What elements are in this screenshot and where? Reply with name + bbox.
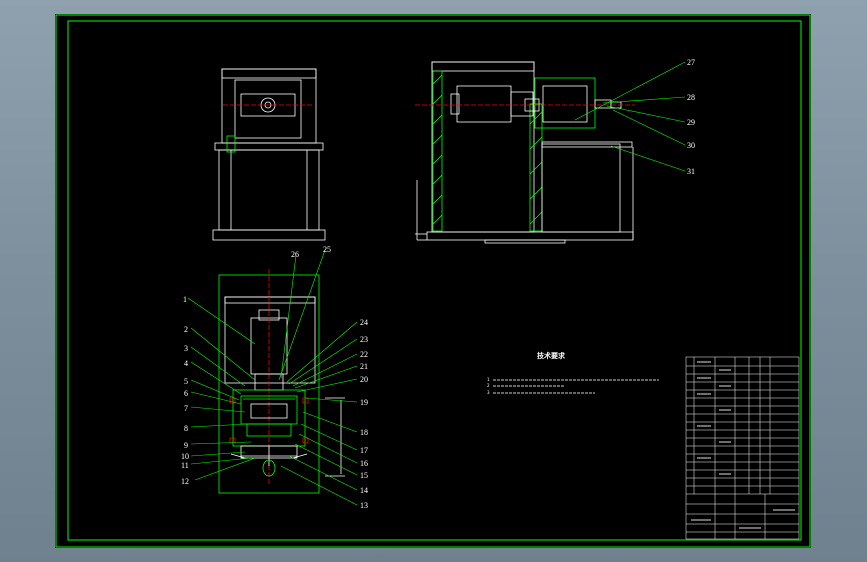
notes-heading: 技术要求 — [537, 351, 566, 360]
callout-29: 29 — [687, 118, 695, 127]
callout-1: 1 — [183, 295, 187, 304]
side-view — [415, 61, 635, 244]
cad-drawing: 1 2 3 4 5 6 7 8 9 10 11 12 26 25 24 23 2… — [55, 14, 811, 548]
callout-3: 3 — [184, 344, 188, 353]
callout-7: 7 — [184, 404, 188, 413]
front-view — [212, 68, 326, 241]
callout-26: 26 — [291, 250, 299, 259]
callout-10: 10 — [181, 452, 189, 461]
outer-frame — [55, 14, 811, 548]
callout-11: 11 — [181, 461, 189, 470]
callout-14: 14 — [360, 486, 368, 495]
callout-19: 19 — [360, 398, 368, 407]
callout-16: 16 — [360, 459, 368, 468]
callout-23: 23 — [360, 335, 368, 344]
callout-30: 30 — [687, 141, 695, 150]
side-leaders — [574, 61, 686, 172]
callout-28: 28 — [687, 93, 695, 102]
callout-4: 4 — [184, 359, 188, 368]
note-line-3: 3 — [487, 390, 490, 395]
callout-25: 25 — [323, 245, 331, 254]
callout-9: 9 — [184, 441, 188, 450]
section-view — [218, 269, 345, 494]
note-line-1: 1 — [487, 377, 490, 382]
callout-31: 31 — [687, 167, 695, 176]
callout-21: 21 — [360, 362, 368, 371]
callout-12: 12 — [181, 477, 189, 486]
callout-13: 13 — [360, 501, 368, 510]
callout-15: 15 — [360, 471, 368, 480]
note-line-2: 2 — [487, 383, 490, 388]
drawing-sheet: 1 2 3 4 5 6 7 8 9 10 11 12 26 25 24 23 2… — [55, 14, 811, 548]
side-callouts: 27 28 29 30 31 — [687, 58, 695, 176]
callout-17: 17 — [360, 446, 368, 455]
title-block — [685, 356, 800, 540]
technical-notes: 技术要求 1 2 3 — [487, 351, 659, 395]
callout-2: 2 — [184, 325, 188, 334]
callout-22: 22 — [360, 350, 368, 359]
callout-24: 24 — [360, 318, 368, 327]
section-callouts: 1 2 3 4 5 6 7 8 9 10 11 12 26 25 24 23 2… — [181, 245, 368, 510]
callout-27: 27 — [687, 58, 695, 67]
inner-frame — [67, 20, 802, 541]
callout-5: 5 — [184, 377, 188, 386]
callout-20: 20 — [360, 375, 368, 384]
section-leaders — [187, 249, 358, 506]
callout-6: 6 — [184, 389, 188, 398]
callout-18: 18 — [360, 428, 368, 437]
callout-8: 8 — [184, 424, 188, 433]
